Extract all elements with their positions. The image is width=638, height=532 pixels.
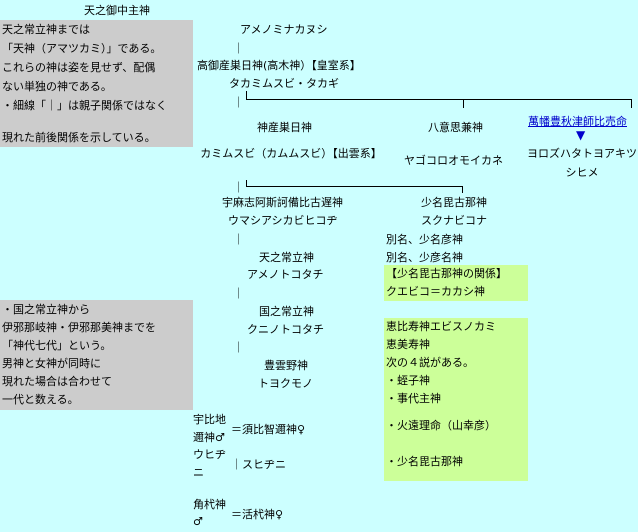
relation-title: 【少名毘古那神の関係】 [386, 267, 507, 280]
pipe: ｜ [233, 96, 244, 109]
relation-text: クエビコ＝カカシ神 [386, 285, 485, 298]
kamimusubi-kana: カミムスビ（カムムスビ）【出雲系】 [200, 147, 382, 160]
note-line: 「天神（アマツカミ）」である。 [2, 42, 162, 55]
toyokumono-name: 豊雲野神 [264, 359, 308, 372]
pipe: ｜ [233, 181, 244, 194]
note-line: 現れた前後関係を示している。 [2, 131, 156, 144]
umashiashikabi-kana: ウマシアシカビヒコヂ [228, 214, 338, 227]
note-line: 現れた場合は合わせて [2, 375, 112, 388]
branch-drop [246, 91, 247, 100]
branch-drop [246, 180, 247, 187]
sukunabikona-kana: スクナビコナ [421, 214, 487, 227]
kuninotokotachi-kana: クニノトコタチ [247, 323, 324, 336]
sukunabikona-name: 少名毘古那神 [421, 196, 487, 209]
note-lines-top: 天之常立神までは 「天神（アマツカミ）」である。 これらの神は姿を見せず、配偶 … [0, 20, 193, 147]
ebisu-line [386, 408, 528, 417]
header-band: 天之御中主神 [0, 0, 200, 20]
note-lines-bottom: ・国之常立神から 伊邪那岐神・伊邪那美神までを 「神代七代」という。 男神と女神… [0, 300, 193, 409]
alias-2: 別名、少彦名神 [386, 251, 463, 264]
note-line [2, 115, 193, 128]
omoikane-kana: ヤゴコロオモイカネ [404, 154, 503, 167]
takamimusubi-name: 高御産巣日神(高木神）【皇室系】 [197, 59, 361, 72]
relation-box: 【少名毘古那神の関係】 クエビコ＝カカシ神 [384, 265, 528, 301]
takamimusubi-kana: タカミムスビ・タカギ [229, 77, 339, 90]
uhijini-name: 宇比地邇神♂ [193, 413, 226, 444]
branch-line [246, 99, 632, 100]
umashiashikabi-name: 宇麻志阿斯訶備比古遅神 [222, 196, 343, 209]
note-box-bottom: ・国之常立神から 伊邪那岐神・伊邪那美神までを 「神代七代」という。 男神と女神… [0, 300, 193, 410]
ebisu-line: ・少名毘古那神 [386, 455, 463, 468]
pipe: ｜ [233, 287, 244, 300]
note-line: ・細線「｜」は親子関係ではなく [2, 99, 167, 112]
ebisu-line: ・事代主神 [386, 392, 441, 405]
ebisu-line [386, 435, 528, 453]
yorozuhata-kana: ヨロズハタトヨアキツシヒメ [527, 147, 637, 179]
page-title: 天之御中主神 [84, 4, 150, 17]
toyokumono-kana: トヨクモノ [258, 377, 313, 390]
note-line: これらの神は姿を見せず、配偶 [2, 61, 156, 74]
note-line: 男神と女神が同時に [2, 357, 101, 370]
ebisu-line: 恵美寿神 [386, 338, 430, 351]
branch-drop [462, 186, 463, 193]
note-line: 「神代七代」という。 [2, 339, 112, 352]
note-line: 一代と数える。 [2, 393, 79, 406]
kuninotokotachi-name: 国之常立神 [259, 305, 314, 318]
kamimusubi-name: 神産巣日神 [257, 121, 312, 134]
note-line: 天之常立神までは [2, 23, 90, 36]
branch-drop [463, 99, 464, 108]
ebisu-line: ・火遠理命（山幸彦） [386, 419, 496, 432]
pipe: ｜ [233, 341, 244, 354]
branch-drop [631, 99, 632, 108]
alias-1: 別名、少名彦神 [386, 233, 463, 246]
ebisu-line: 次の４説がある。 [386, 356, 474, 369]
yorozuhata-link[interactable]: 萬幡豊秋津師比売命 [528, 115, 627, 128]
amenotokotachi-kana: アメノトコタチ [247, 268, 324, 281]
note-line: ない単独の神である。 [2, 80, 112, 93]
note-line: ・国之常立神から [2, 303, 90, 316]
ebisu-box: 恵比寿神エビスノカミ 恵美寿神 次の４説がある。 ・蛭子神 ・事代主神 ・火遠理… [384, 318, 528, 481]
ebisu-line: ・蛭子神 [386, 374, 430, 387]
pipe: ｜ [233, 42, 244, 55]
ebisu-line: 恵比寿神エビスノカミ [386, 320, 496, 333]
pipe: ｜ [233, 233, 244, 246]
note-line: 伊邪那岐神・伊邪那美神までを [2, 321, 156, 334]
uhijini-kana: ウヒヂニ [193, 448, 226, 479]
suhijini-kana: ｜スヒヂニ [231, 458, 286, 471]
down-arrow-icon: ▼ [576, 128, 586, 142]
ebisu-lines: 恵比寿神エビスノカミ 恵美寿神 次の４説がある。 ・蛭子神 ・事代主神 ・火遠理… [384, 318, 528, 471]
omoikane-name: 八意思兼神 [428, 121, 483, 134]
note-box-top: 天之常立神までは 「天神（アマツカミ）」である。 これらの神は姿を見せず、配偶 … [0, 20, 193, 147]
uhijini-pair: ＝須比智邇神♀ [231, 423, 306, 436]
amenominakanushi-kana: アメノミナカヌシ [240, 23, 328, 36]
tsunoguhi-pair: ＝活杙神♀ [231, 508, 284, 521]
branch-line [246, 186, 463, 187]
amenotokotachi-name: 天之常立神 [259, 251, 314, 264]
tsunoguhi-name: 角杙神♂ [193, 498, 226, 528]
